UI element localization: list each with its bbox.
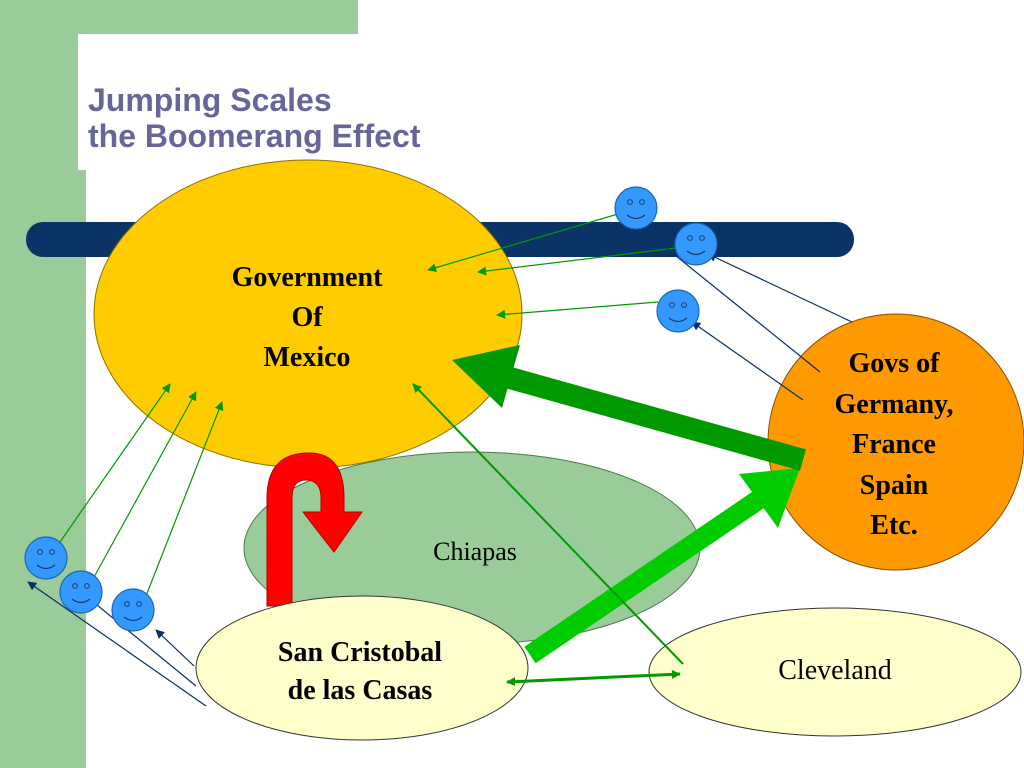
san-cristobal-label: San Cristobal de las Casas xyxy=(230,634,490,710)
mexico-label-line: Government xyxy=(231,262,383,293)
cleveland-label: Cleveland xyxy=(778,655,892,686)
line-sancris-to-smiley6 xyxy=(155,629,195,667)
govs-label-line: Govs of xyxy=(848,348,940,379)
smiley-face-icon xyxy=(614,186,658,230)
red-uturn-arrow xyxy=(266,452,363,607)
title-line-1: Jumping Scales xyxy=(88,82,332,118)
govs-label-line: France xyxy=(852,429,936,460)
govs-label-line: Etc. xyxy=(870,510,918,541)
smiley-face-icon xyxy=(59,570,103,614)
govs-label: Govs of Germany, France Spain Etc. xyxy=(794,344,994,547)
line-cleveland-to-mexico xyxy=(412,383,684,665)
smiley-face-icon xyxy=(656,289,700,333)
sidebar-green-band xyxy=(0,0,86,768)
line-smiley4-to-mexico xyxy=(59,383,171,543)
line-govs-to-smiley3 xyxy=(691,321,804,401)
line-govs-to-smiley1 xyxy=(623,213,821,373)
title-line-2: the Boomerang Effect xyxy=(88,118,421,154)
line-sancris-to-smiley4 xyxy=(27,581,207,707)
san-cristobal-ellipse xyxy=(195,595,529,741)
top-green-band xyxy=(0,0,358,34)
mexico-label: Government Of Mexico xyxy=(197,258,417,378)
mexico-label-line: Mexico xyxy=(263,342,351,373)
govs-label-line: Spain xyxy=(859,469,929,501)
smiley-face-icon xyxy=(24,536,68,580)
line-smiley6-to-mexico xyxy=(145,401,224,597)
govs-label-line: Germany, xyxy=(834,388,954,420)
line-smiley1-to-mexico xyxy=(427,213,619,273)
chiapas-label: Chiapas xyxy=(433,537,517,566)
line-govs-to-smiley2 xyxy=(707,253,853,323)
smiley-face-icon xyxy=(111,588,155,632)
green-arrow-govs-to-mexico xyxy=(452,345,806,471)
mexico-label-line: Of xyxy=(291,302,323,333)
line-smiley2-to-mexico xyxy=(477,247,677,276)
green-arrow-sancris-to-govs xyxy=(524,468,800,664)
line-smiley3-to-mexico xyxy=(496,301,659,319)
smiley-face-icon xyxy=(674,222,718,266)
arrow-sancris-cleveland xyxy=(506,669,681,687)
san-cristobal-label-line: San Cristobal xyxy=(277,637,443,668)
slide-title: Jumping Scales the Boomerang Effect xyxy=(88,82,420,154)
line-smiley5-to-mexico xyxy=(87,391,197,589)
line-sancris-to-smiley5 xyxy=(85,595,197,687)
san-cristobal-label-line: de las Casas xyxy=(287,675,433,706)
title-background xyxy=(78,34,508,170)
